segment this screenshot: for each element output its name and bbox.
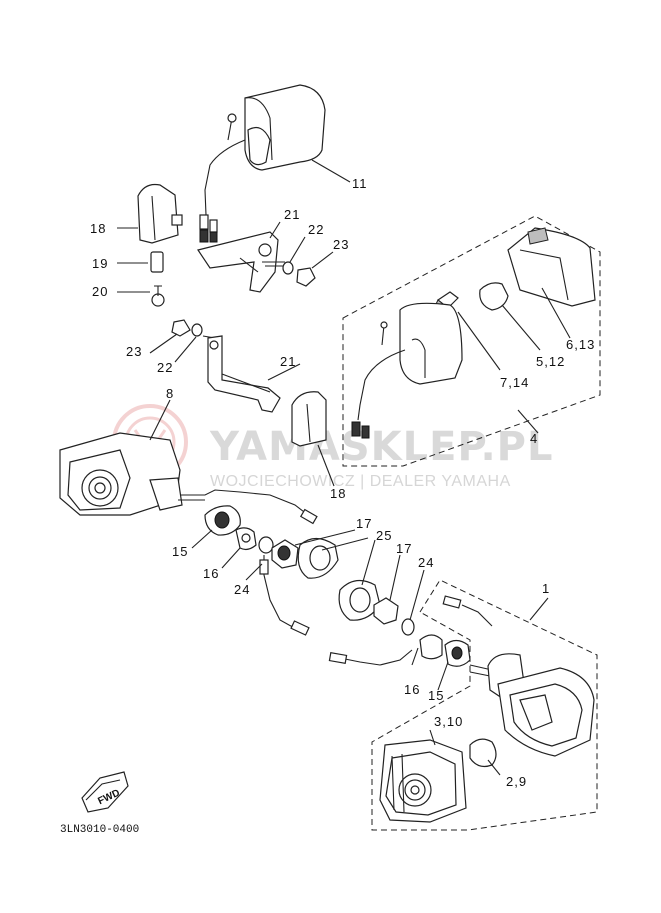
callout-21-upper: 21 (284, 207, 300, 222)
watermark: YAMASKLEP.PL WOJCIECHOWICZ | DEALER YAMA… (112, 404, 553, 490)
callout-8: 8 (166, 386, 174, 401)
watermark-dealer: WOJCIECHOWICZ | DEALER YAMAHA (210, 473, 511, 490)
callout-25: 25 (376, 528, 392, 543)
callout-18-lower: 18 (330, 486, 346, 501)
callout-2-9: 2,9 (506, 774, 527, 789)
kit-1-group (328, 579, 598, 831)
part-11-rear-flasher (199, 84, 351, 243)
fwd-arrow-icon: FWD (81, 771, 129, 813)
lower-bracket-assembly (149, 319, 335, 487)
upper-bracket-assembly (117, 183, 334, 307)
callout-24-left: 24 (234, 582, 250, 597)
callout-17-lower: 17 (396, 541, 412, 556)
kit-4-group (342, 215, 601, 467)
callout-15-left: 15 (172, 544, 188, 559)
callout-20: 20 (92, 284, 108, 299)
callout-22-upper: 22 (308, 222, 324, 237)
callout-labels: 11 18 21 22 23 19 20 23 22 21 18 8 6,13 … (90, 176, 595, 789)
nut-grommet-set (271, 529, 425, 636)
part-8-front-flasher-left (59, 399, 318, 525)
left-mounting-parts (191, 505, 310, 636)
callout-5-12: 5,12 (536, 354, 565, 369)
callout-4: 4 (530, 431, 538, 446)
watermark-brand: YAMASKLEP.PL (209, 424, 553, 470)
callout-17-upper: 17 (356, 516, 372, 531)
callout-19: 19 (92, 256, 108, 271)
callout-22-lower: 22 (157, 360, 173, 375)
callout-18-upper: 18 (90, 221, 106, 236)
callout-16-right: 16 (404, 682, 420, 697)
callout-3-10: 3,10 (434, 714, 463, 729)
callout-11: 11 (352, 176, 368, 191)
callout-23-upper: 23 (333, 237, 349, 252)
callout-23-lower: 23 (126, 344, 142, 359)
callout-21-lower: 21 (280, 354, 296, 369)
callout-15-right: 15 (428, 688, 444, 703)
callout-6-13: 6,13 (566, 337, 595, 352)
callout-1: 1 (542, 581, 550, 596)
diagram-code: 3LN3010-0400 (60, 824, 139, 836)
callout-7-14: 7,14 (500, 375, 529, 390)
callout-16-left: 16 (203, 566, 219, 581)
callout-24-right: 24 (418, 555, 434, 570)
